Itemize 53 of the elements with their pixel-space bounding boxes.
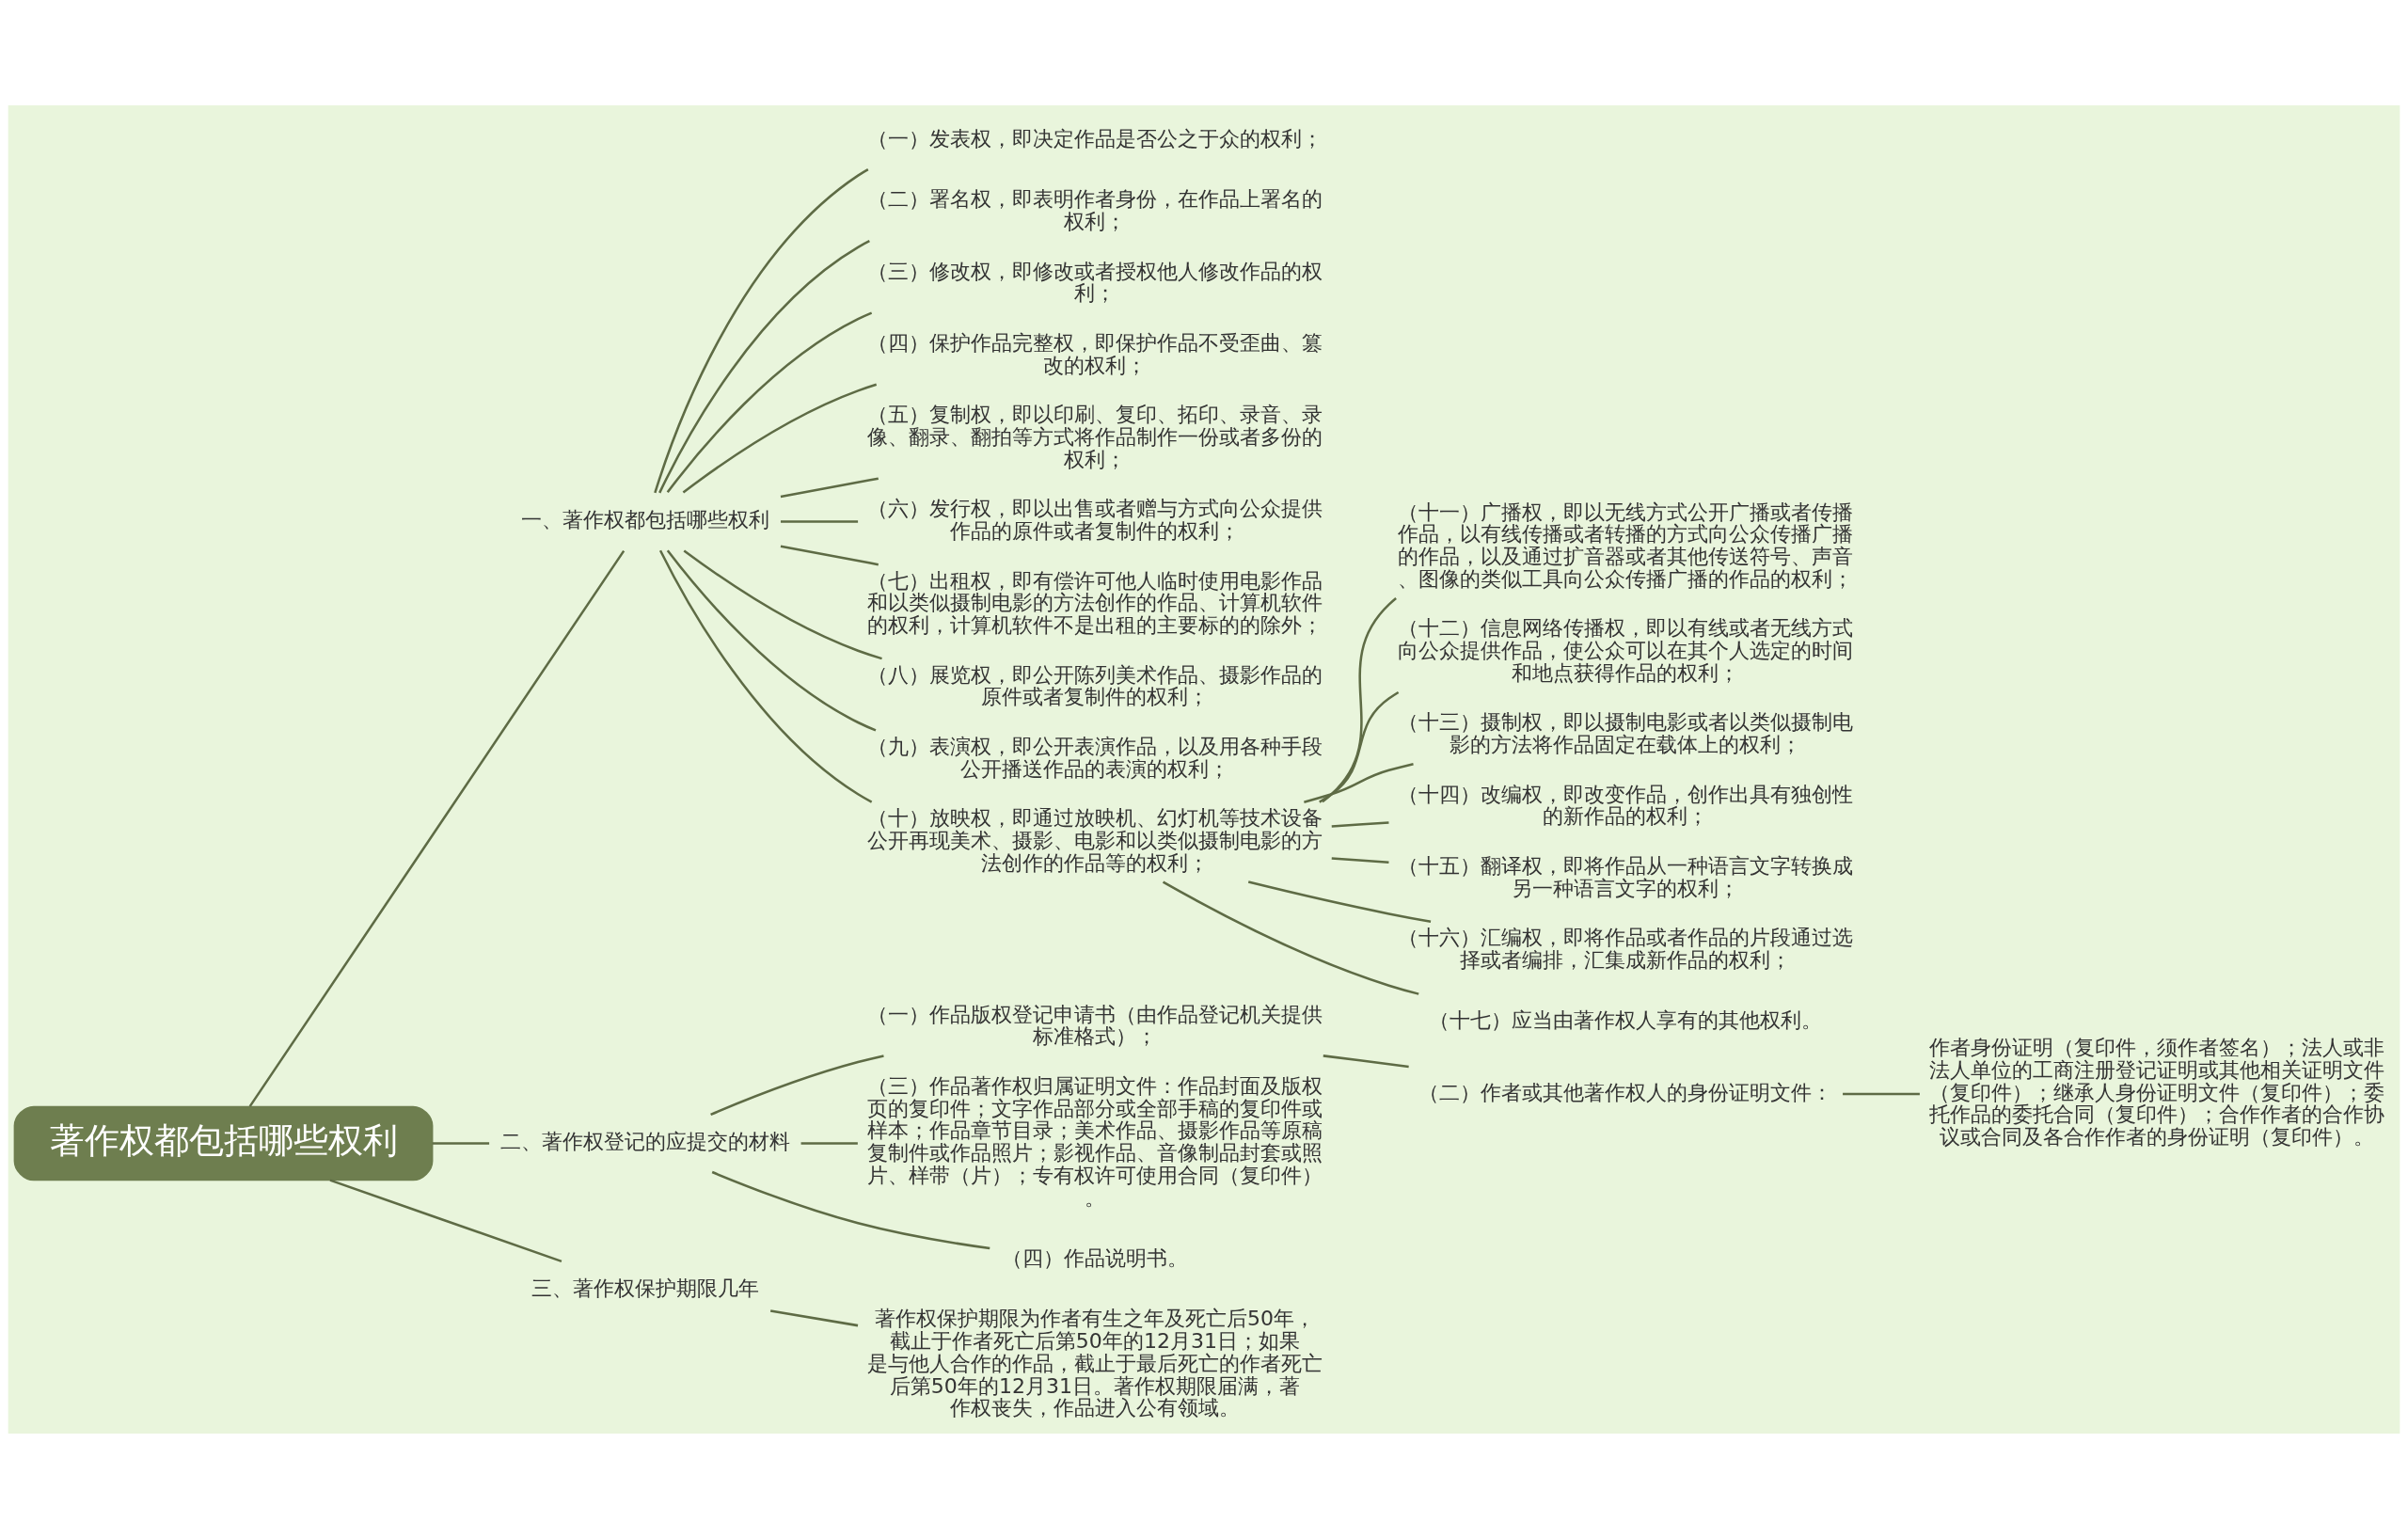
connector (1319, 690, 1400, 803)
connector (666, 548, 877, 732)
node-text: （五）复制权，即以印刷、复印、拓印、录音、录像、翻录、翻拍等方式将作品制作一份或者多份的权利； (866, 402, 1323, 471)
connector (682, 383, 878, 493)
node-text: 三、著作权保护期限几年 (531, 1276, 759, 1300)
node-text: 著作权保护期限为作者有生之年及死亡后50年，截止于作者死亡后第50年的12月31日；如果是与他人合作的作品，截止于最后死亡的作者死亡后第50年的12月31日。著作权期限届满，著作权丧失，作品进入公有领域。 (866, 1306, 1323, 1419)
node-text: 作者身份证明（复印件，须作者签名）；法人或非法人单位的工商注册登记证明或其他相关证明文件（复印件）；继承人身份证明文件（复印件）；委托作品的委托合同（复印件）；合作作者的合作协议或合同及各合作作者的身份证明（复印件）。 (1928, 1035, 2384, 1149)
connector (658, 239, 870, 493)
node-text: （四）保护作品完整权，即保护作品不受歪曲、篡改的权利； (866, 330, 1323, 377)
node-text: （十六）汇编权，即将作品或者作品的片段通过选择或者编排，汇集成新作品的权利； (1398, 925, 1854, 972)
connector (1322, 596, 1397, 802)
connector (1323, 1054, 1409, 1068)
connector (432, 1141, 490, 1145)
connector (769, 1308, 859, 1326)
connector (780, 545, 879, 565)
node-text: （一）发表权，即决定作品是否公之于众的权利； (866, 126, 1323, 151)
connector (248, 549, 626, 1107)
node-text: （四）作品说明书。 (1001, 1245, 1188, 1270)
node-text: （九）表演权，即公开表演作品，以及用各种手段公开播送作品的表演的权利； (866, 734, 1323, 781)
connector (800, 1141, 858, 1145)
connector (780, 476, 879, 498)
connector (666, 310, 873, 493)
node-text: （十四）改编权，即改变作品，创作出具有独创性的新作品的权利； (1398, 782, 1854, 828)
connector (711, 1170, 990, 1249)
connector (1843, 1092, 1920, 1095)
node-text: （一）作品版权登记申请书（由作品登记机关提供标准格式）； (866, 1002, 1323, 1048)
node-text: （七）出租权，即有偿许可他人临时使用电影作品和以类似摄制电影的方法创作的作品、计算机软件的权利，计算机软件不是出租的主要标的的除外； (866, 568, 1323, 637)
node-text: 一、著作权都包括哪些权利 (520, 507, 769, 531)
connector (658, 549, 873, 803)
node-text: （十一）广播权，即以无线方式公开广播或者传播作品，以有线传播或者转播的方式向公众传播广播的作品，以及通过扩音器或者其他传送符号、声音、图像的类似工具向公众传播广播的作品的权利； (1398, 499, 1854, 591)
node-text: （十三）摄制权，即以摄制电影或者以类似摄制电影的方法将作品固定在载体上的权利； (1398, 709, 1854, 756)
node-text: （十二）信息网络传播权，即以有线或者无线方式向公众提供作品，使公众可以在其个人选定的时间和地点获得作品的权利； (1398, 615, 1854, 685)
connector (1304, 762, 1414, 803)
node-box: 著作权都包括哪些权利 (13, 1105, 434, 1181)
node-text: （八）展览权，即公开陈列美术作品、摄影作品的原件或者复制件的权利； (866, 662, 1323, 708)
connector (780, 519, 859, 523)
connector (683, 548, 882, 659)
node-text: （六）发行权，即以出售或者赠与方式向公众提供作品的原件或者复制件的权利； (866, 496, 1323, 543)
connector (329, 1178, 562, 1262)
node-text: （三）修改权，即修改或者授权他人修改作品的权利； (866, 259, 1323, 305)
connector (1331, 856, 1389, 864)
node-text: 二、著作权登记的应提交的材料 (499, 1129, 790, 1153)
connector (710, 1054, 884, 1116)
node-text: （二）署名权，即表明作者身份，在作品上署名的权利； (866, 186, 1323, 233)
connector (1162, 880, 1419, 995)
node-text: （十七）应当由著作权人享有的其他权利。 (1429, 1007, 1823, 1032)
connector (654, 167, 869, 493)
node-text: （二）作者或其他著作权人的身份证明文件： (1418, 1080, 1833, 1104)
connector (1331, 820, 1389, 828)
node-text: （三）作品著作权归属证明文件：作品封面及版权页的复印件；文字作品部分或全部手稿的复印件或样本；作品章节目录；美术作品、摄影作品等原稿复制件或作品照片；影视作品、音像制品封套或照片、样带（片）；专有权许可使用合同（复印件）。 (866, 1073, 1323, 1210)
node-text: （十五）翻译权，即将作品从一种语言文字转换成另一种语言文字的权利； (1398, 853, 1854, 900)
node-text: （十）放映权，即通过放映机、幻灯机等技术设备公开再现美术、摄影、电影和以类似摄制电影的方法创作的作品等的权利； (866, 805, 1323, 875)
connector (1247, 880, 1432, 923)
